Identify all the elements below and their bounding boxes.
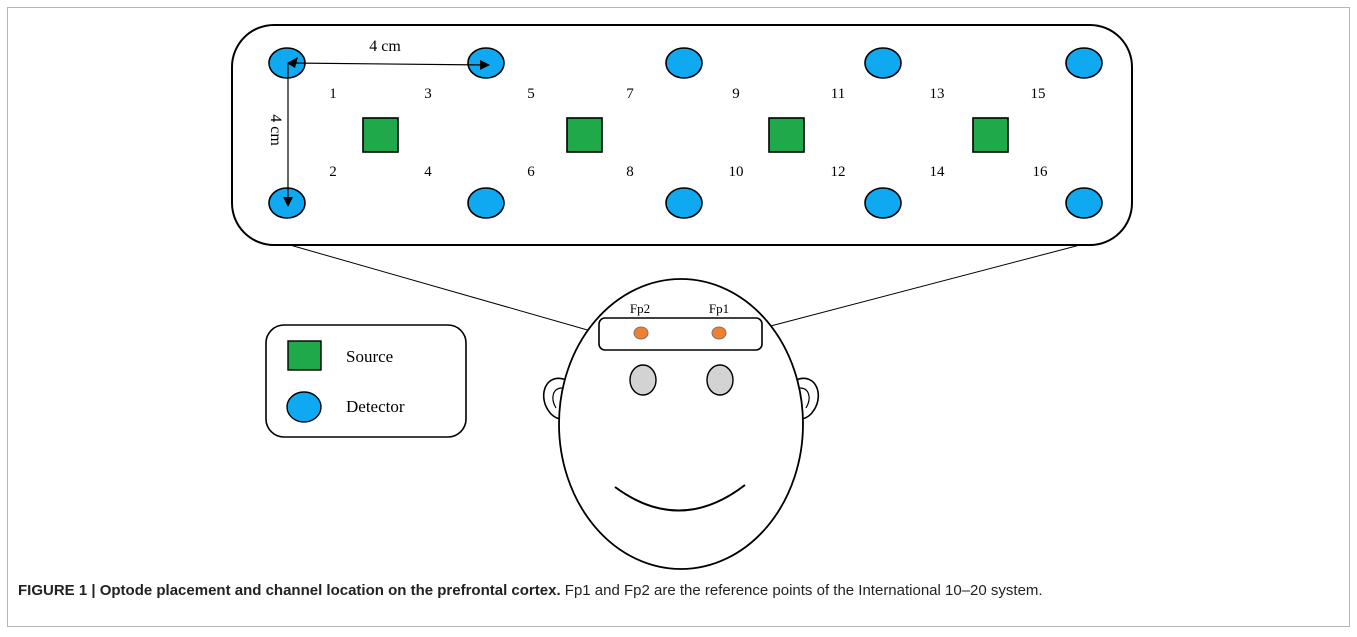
channel-label: 1 <box>329 86 337 102</box>
optode-diagram: 4 cm 4 cm 1 3 5 7 9 11 13 15 2 4 6 8 10 … <box>231 24 1133 570</box>
ear-left-inner <box>552 387 563 409</box>
channel-label: 5 <box>527 86 535 102</box>
detector-top-5 <box>1065 47 1103 79</box>
headband <box>598 317 763 351</box>
channel-label: 3 <box>424 86 432 102</box>
fp2-label: Fp2 <box>630 301 650 316</box>
channel-labels-top: 1 3 5 7 9 11 13 15 <box>329 86 1045 102</box>
channel-label: 12 <box>831 164 846 180</box>
channel-labels-bottom: 2 4 6 8 10 12 14 16 <box>329 164 1048 180</box>
mouth <box>614 484 746 512</box>
legend-detector-swatch <box>286 391 322 423</box>
sources <box>362 117 1009 153</box>
channel-label: 14 <box>930 164 946 180</box>
channel-label: 9 <box>732 86 740 102</box>
source-1 <box>362 117 399 153</box>
channel-label: 4 <box>424 164 432 180</box>
distance-arrow-origin-head <box>287 57 298 68</box>
detector-bottom-2 <box>467 187 505 219</box>
channel-label: 2 <box>329 164 337 180</box>
fp2-point <box>633 326 649 340</box>
legend-source-swatch <box>287 340 322 371</box>
detector-top-2 <box>467 47 505 79</box>
caption-text: Fp1 and Fp2 are the reference points of … <box>560 582 1043 599</box>
legend: Source Detector <box>265 324 467 438</box>
channel-label: 7 <box>626 86 634 102</box>
zoom-line-left <box>289 244 599 334</box>
head-outline <box>558 278 804 570</box>
channel-label: 13 <box>930 86 945 102</box>
source-4 <box>972 117 1009 153</box>
channel-label: 10 <box>729 164 744 180</box>
zoom-line-right <box>762 244 1081 329</box>
fp1-point <box>711 326 727 340</box>
detector-bottom-3 <box>665 187 703 219</box>
caption-title: FIGURE 1 | Optode placement and channel … <box>18 582 561 599</box>
detectors-bottom <box>268 187 1103 219</box>
ear-right-inner <box>799 387 810 409</box>
detector-bottom-4 <box>864 187 902 219</box>
detector-bottom-5 <box>1065 187 1103 219</box>
distance-label-vertical: 4 cm <box>267 114 284 146</box>
eye-right <box>706 364 734 396</box>
fp1-label: Fp1 <box>709 301 729 316</box>
detector-bottom-1 <box>268 187 306 219</box>
head: Fp2 Fp1 <box>542 278 820 570</box>
distance-arrow-horizontal <box>288 59 490 70</box>
channel-label: 15 <box>1031 86 1046 102</box>
optode-panel <box>231 24 1133 246</box>
channel-label: 8 <box>626 164 634 180</box>
source-3 <box>768 117 805 153</box>
distance-label-horizontal: 4 cm <box>369 38 401 55</box>
detector-top-3 <box>665 47 703 79</box>
detector-top-4 <box>864 47 902 79</box>
legend-source-label: Source <box>346 347 393 366</box>
channel-label: 16 <box>1033 164 1049 180</box>
legend-detector-label: Detector <box>346 397 405 416</box>
channel-label: 6 <box>527 164 535 180</box>
channel-label: 11 <box>831 86 845 102</box>
detectors-top <box>268 47 1103 79</box>
source-2 <box>566 117 603 153</box>
figure-caption: FIGURE 1 | Optode placement and channel … <box>18 582 1338 599</box>
eye-left <box>629 364 657 396</box>
